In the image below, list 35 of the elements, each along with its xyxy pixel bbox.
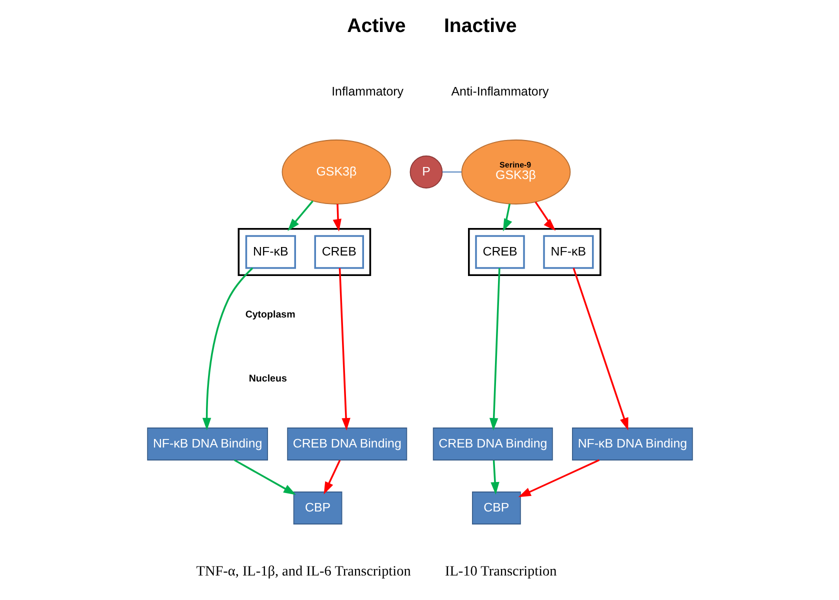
node-ellipse: Serine-9 GSK3β bbox=[460, 140, 570, 204]
arrow bbox=[502, 204, 512, 232]
label: Nucleus bbox=[248, 374, 286, 385]
label: Anti-Inflammatory bbox=[450, 84, 548, 98]
label: IL-10 Transcription bbox=[444, 563, 556, 580]
cluster bbox=[237, 228, 371, 276]
node-box: CREB DNA Binding bbox=[286, 428, 407, 460]
label: Cytoplasm bbox=[244, 310, 295, 321]
arrow bbox=[488, 268, 500, 430]
label: Inflammatory bbox=[331, 84, 403, 98]
arrow bbox=[202, 267, 253, 430]
arrow bbox=[234, 459, 296, 495]
node-box: NF-κB bbox=[542, 235, 594, 269]
node-box: CBP bbox=[472, 492, 520, 524]
node-ellipse: GSK3β bbox=[281, 140, 391, 204]
arrow bbox=[490, 460, 499, 495]
arrow bbox=[332, 204, 341, 232]
node-circle: P bbox=[409, 156, 442, 188]
node-box: NF-κB DNA Binding bbox=[146, 428, 268, 460]
arrow bbox=[534, 202, 556, 231]
node-box: CREB bbox=[474, 235, 524, 269]
label: Inactive bbox=[444, 15, 516, 38]
node-box: CBP bbox=[292, 492, 342, 524]
arrow bbox=[287, 200, 313, 231]
node-box: NF-κB bbox=[244, 235, 296, 269]
label: Active bbox=[346, 15, 406, 38]
arrow bbox=[323, 460, 340, 494]
arrow bbox=[518, 459, 600, 498]
cluster bbox=[468, 228, 601, 276]
arrow bbox=[338, 268, 350, 430]
node-box: CREB bbox=[314, 235, 364, 269]
label: TNF-α, IL-1β, and IL-6 Transcription bbox=[196, 563, 410, 580]
arrow bbox=[572, 268, 628, 430]
node-box: CREB DNA Binding bbox=[432, 428, 552, 460]
node-box: NF-κB DNA Binding bbox=[572, 428, 692, 460]
